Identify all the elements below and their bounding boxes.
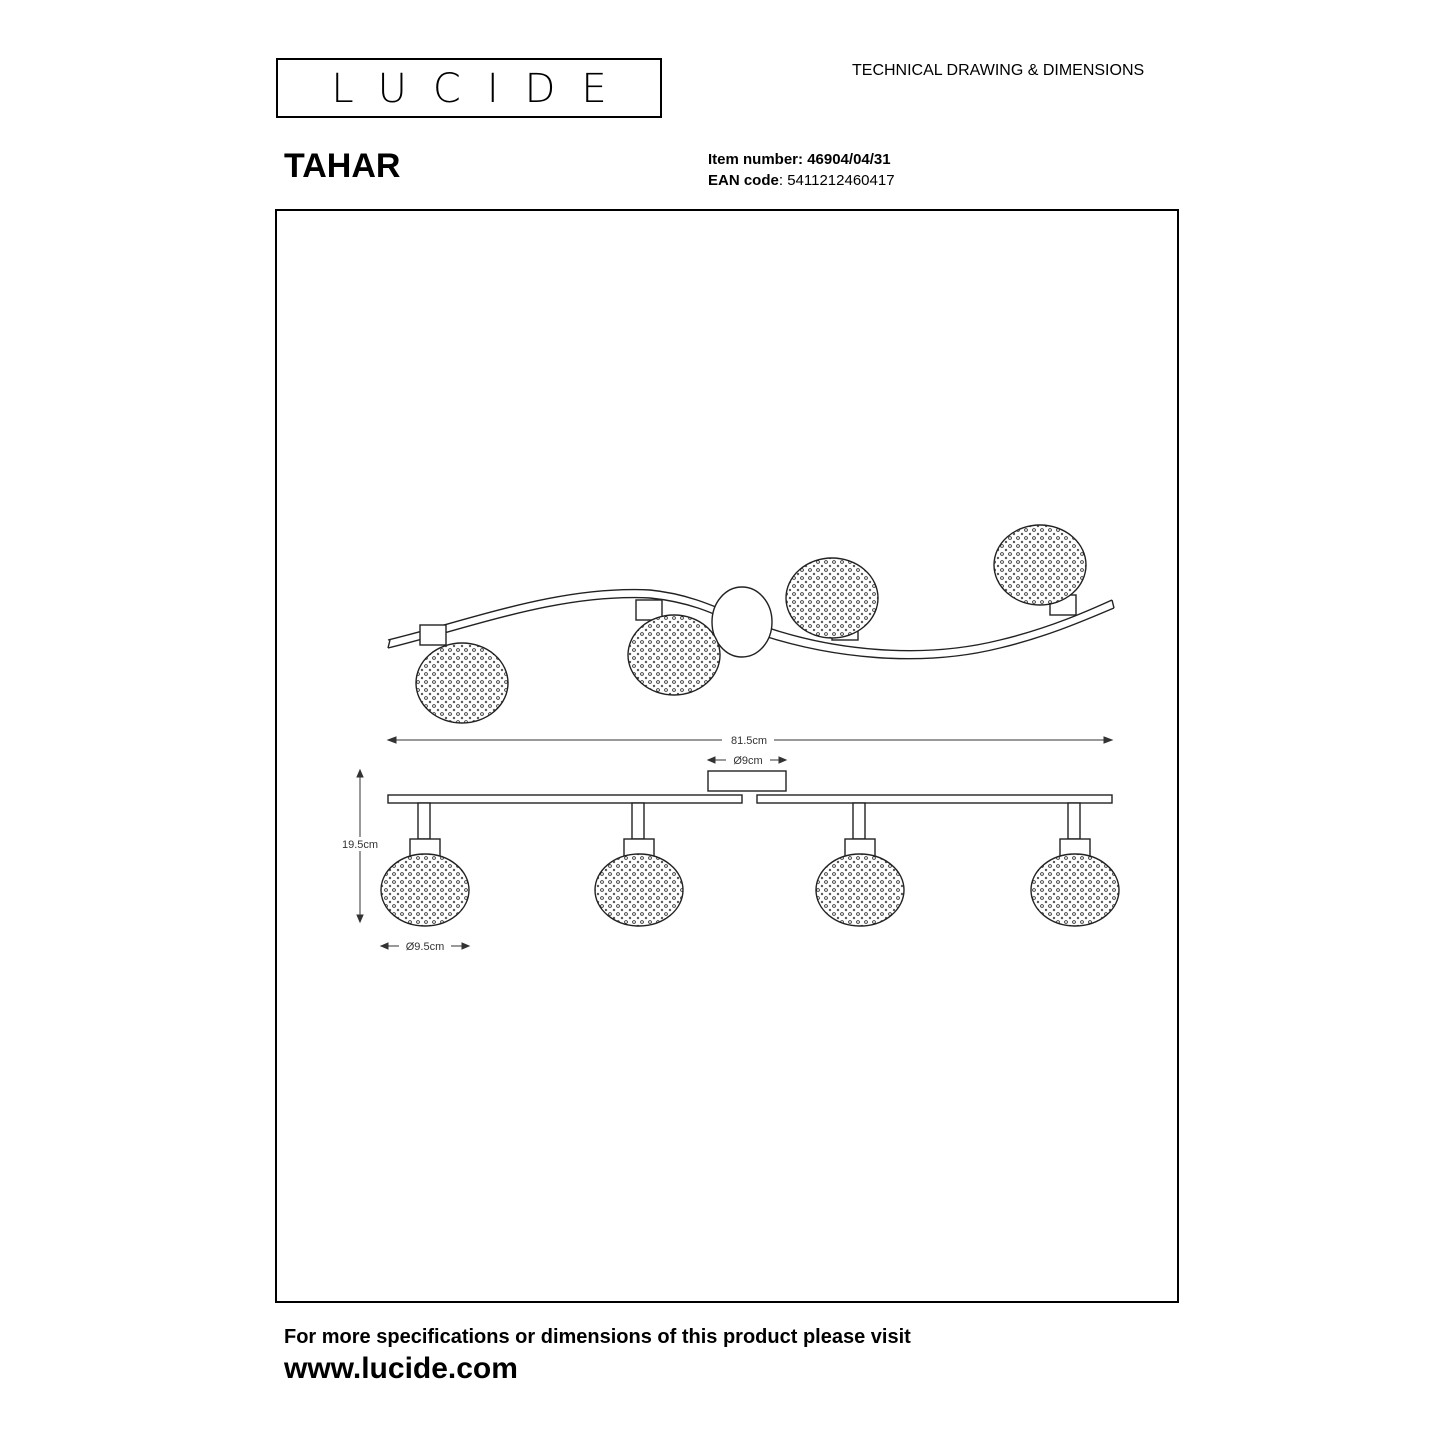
base-diameter-label: Ø9cm <box>733 755 762 767</box>
length-label: 81.5cm <box>731 735 767 747</box>
ean-row: EAN code: 5411212460417 <box>708 170 895 191</box>
item-number-label: Item number: <box>708 151 804 168</box>
product-name: TAHAR <box>284 147 401 185</box>
drawing-frame <box>275 209 1179 1303</box>
front-view <box>380 770 1120 927</box>
logo-text: LUCIDE <box>331 66 633 112</box>
footer-text: For more specifications or dimensions of… <box>284 1326 911 1348</box>
shade-diameter-label: Ø9.5cm <box>406 941 445 953</box>
height-label: 19.5cm <box>342 839 378 851</box>
item-number: 46904/04/31 <box>807 151 891 168</box>
footer-link[interactable]: www.lucide.com <box>284 1352 518 1385</box>
item-number-row: Item number: 46904/04/31 <box>708 149 895 170</box>
ean-label: EAN code <box>708 172 779 189</box>
perspective-view <box>387 524 1115 724</box>
brand-logo: LUCIDE <box>276 58 662 118</box>
product-identifiers: Item number: 46904/04/31 EAN code: 54112… <box>708 149 895 191</box>
ean-code: : 5411212460417 <box>778 172 895 189</box>
document-type: TECHNICAL DRAWING & DIMENSIONS <box>852 62 1145 79</box>
